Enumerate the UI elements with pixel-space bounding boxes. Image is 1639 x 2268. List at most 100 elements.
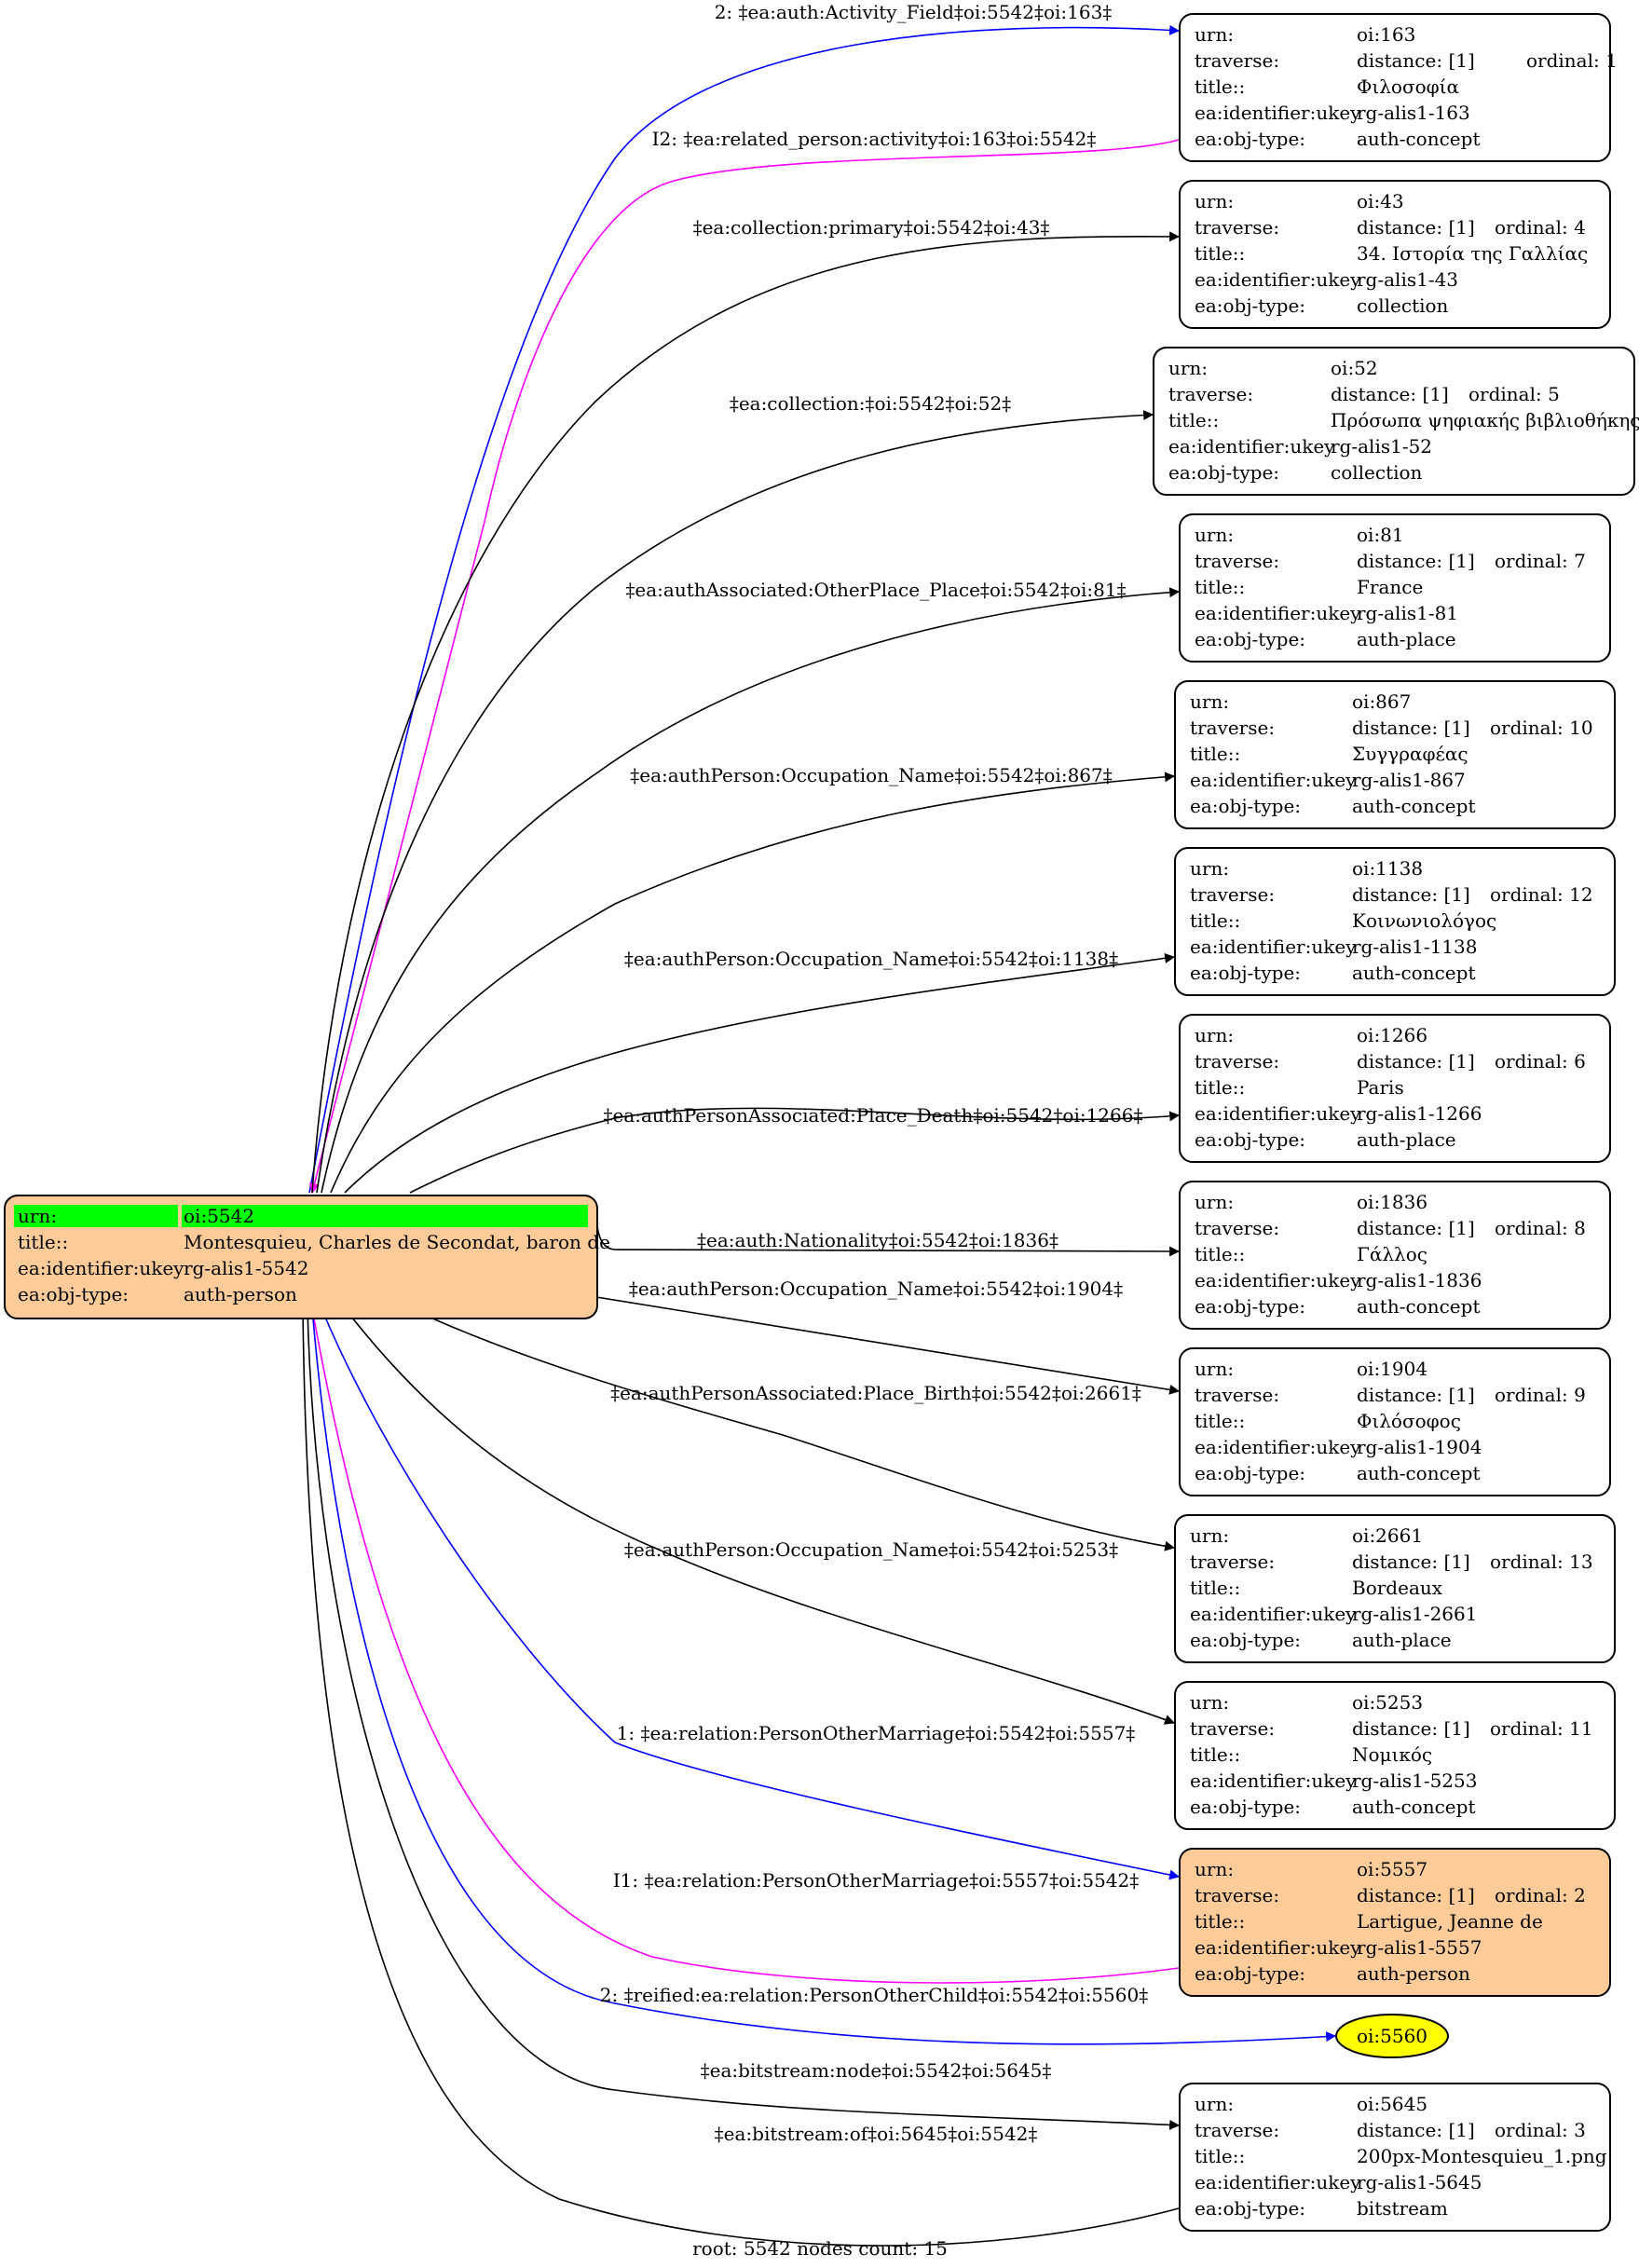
row-value: distance: [1]: [1357, 216, 1475, 239]
row-value: distance: [1]: [1352, 717, 1470, 739]
row-key: ea:identifier:ukey: [1195, 268, 1361, 291]
row-value: auth-person: [184, 1283, 297, 1305]
row-ordinal: ordinal: 9: [1495, 1384, 1586, 1406]
row-key: title::: [1195, 75, 1245, 98]
row-key: ea:identifier:ukey: [1190, 936, 1357, 958]
row-key: traverse:: [1195, 216, 1279, 239]
edge-label: I2: ‡ea:related_person:activity‡oi:163‡o…: [652, 128, 1097, 150]
row-value: Φιλόσοφος: [1357, 1410, 1461, 1432]
row-key: ea:identifier:ukey: [1190, 1603, 1357, 1625]
row-key: ea:obj-type:: [18, 1283, 129, 1305]
node-box: [1174, 847, 1616, 996]
row-key: traverse:: [1195, 1217, 1279, 1239]
row-value: rg-alis1-5645: [1357, 2171, 1482, 2193]
row-value: Bordeaux: [1352, 1577, 1443, 1599]
row-key: ea:obj-type:: [1168, 461, 1279, 484]
row-key: title::: [1195, 1410, 1245, 1432]
edge-label: ‡ea:authAssociated:OtherPlace_Place‡oi:5…: [625, 579, 1126, 601]
row-key: urn:: [1195, 1024, 1234, 1046]
node-oi-5560[interactable]: oi:5560: [1335, 2014, 1449, 2058]
node-label: oi:5560: [1357, 2025, 1427, 2047]
edge-label: ‡ea:collection:primary‡oi:5542‡oi:43‡: [693, 216, 1050, 239]
node-box: [1179, 1181, 1611, 1330]
edge-label: I1: ‡ea:relation:PersonOtherMarriage‡oi:…: [613, 1869, 1140, 1892]
row-value: oi:867: [1352, 690, 1411, 713]
edge-collection: [316, 410, 1154, 1194]
row-value: distance: [1]: [1357, 2119, 1475, 2141]
row-key: traverse:: [1190, 1717, 1275, 1740]
row-key: ea:obj-type:: [1190, 795, 1301, 817]
edge-label: ‡ea:bitstream:node‡oi:5542‡oi:5645‡: [701, 2059, 1052, 2082]
edge-label: ‡ea:collection:‡oi:5542‡oi:52‡: [730, 392, 1011, 415]
edge-label: ‡ea:bitstream:of‡oi:5645‡oi:5542‡: [715, 2123, 1038, 2145]
row-value: rg-alis1-163: [1357, 102, 1470, 124]
edge-occupation-867: [330, 772, 1176, 1194]
edge-nationality: [595, 1204, 1181, 1257]
edge-occupation-5253: [344, 1307, 1176, 1725]
row-key: ea:obj-type:: [1195, 1295, 1305, 1318]
row-key: title::: [1195, 242, 1245, 265]
row-key: urn:: [1195, 1191, 1234, 1213]
edge-label: ‡ea:auth:Nationality‡oi:5542‡oi:1836‡: [697, 1229, 1059, 1251]
row-value: distance: [1]: [1352, 1551, 1470, 1573]
row-key: ea:identifier:ukey: [1195, 1436, 1361, 1458]
row-value: distance: [1]: [1331, 383, 1449, 405]
row-value: distance: [1]: [1357, 1384, 1475, 1406]
row-key: ea:obj-type:: [1195, 1128, 1305, 1151]
edge-label: 1: ‡ea:relation:PersonOtherMarriage‡oi:5…: [617, 1722, 1136, 1744]
row-value: Lartigue, Jeanne de: [1357, 1910, 1543, 1933]
row-ordinal: ordinal: 7: [1495, 550, 1586, 572]
row-value: rg-alis1-5542: [184, 1257, 308, 1279]
row-value: distance: [1]: [1352, 883, 1470, 906]
row-value: auth-concept: [1352, 1796, 1475, 1818]
node-box: [1179, 180, 1611, 329]
row-key: traverse:: [1195, 1384, 1279, 1406]
edge-occupation-1138: [344, 952, 1176, 1194]
row-key: ea:identifier:ukey: [1168, 435, 1335, 458]
edge-other-place: [321, 587, 1181, 1194]
row-key: ea:identifier:ukey: [1195, 1936, 1361, 1959]
row-value: oi:1904: [1357, 1358, 1427, 1380]
row-key: urn:: [1168, 357, 1208, 379]
row-key: urn:: [1190, 857, 1229, 880]
edge-collection-primary: [311, 231, 1181, 1194]
row-value: rg-alis1-1266: [1357, 1102, 1482, 1125]
edge-place-death: [409, 1107, 1181, 1194]
edge-place-birth: [409, 1307, 1176, 1551]
node-box: [1174, 1681, 1616, 1830]
node-box: [1174, 1514, 1616, 1663]
row-value: bitstream: [1357, 2197, 1448, 2220]
row-key: ea:identifier:ukey: [1195, 102, 1361, 124]
edge-label: ‡ea:authPerson:Occupation_Name‡oi:5542‡o…: [630, 764, 1113, 786]
row-key: ea:obj-type:: [1195, 2197, 1305, 2220]
row-value: oi:5542: [184, 1205, 254, 1227]
row-value: auth-concept: [1352, 795, 1475, 817]
row-key: urn:: [1195, 524, 1234, 546]
node-box: [1179, 13, 1611, 162]
row-key: ea:obj-type:: [1190, 1796, 1301, 1818]
row-value: oi:1836: [1357, 1191, 1427, 1213]
row-key: title::: [18, 1231, 68, 1253]
row-key: urn:: [1190, 1524, 1229, 1547]
row-value: rg-alis1-81: [1357, 602, 1458, 624]
row-key: ea:identifier:ukey: [1195, 1102, 1361, 1125]
row-key: ea:identifier:ukey: [1195, 602, 1361, 624]
row-key: urn:: [1190, 690, 1229, 713]
row-value: oi:5253: [1352, 1691, 1423, 1714]
